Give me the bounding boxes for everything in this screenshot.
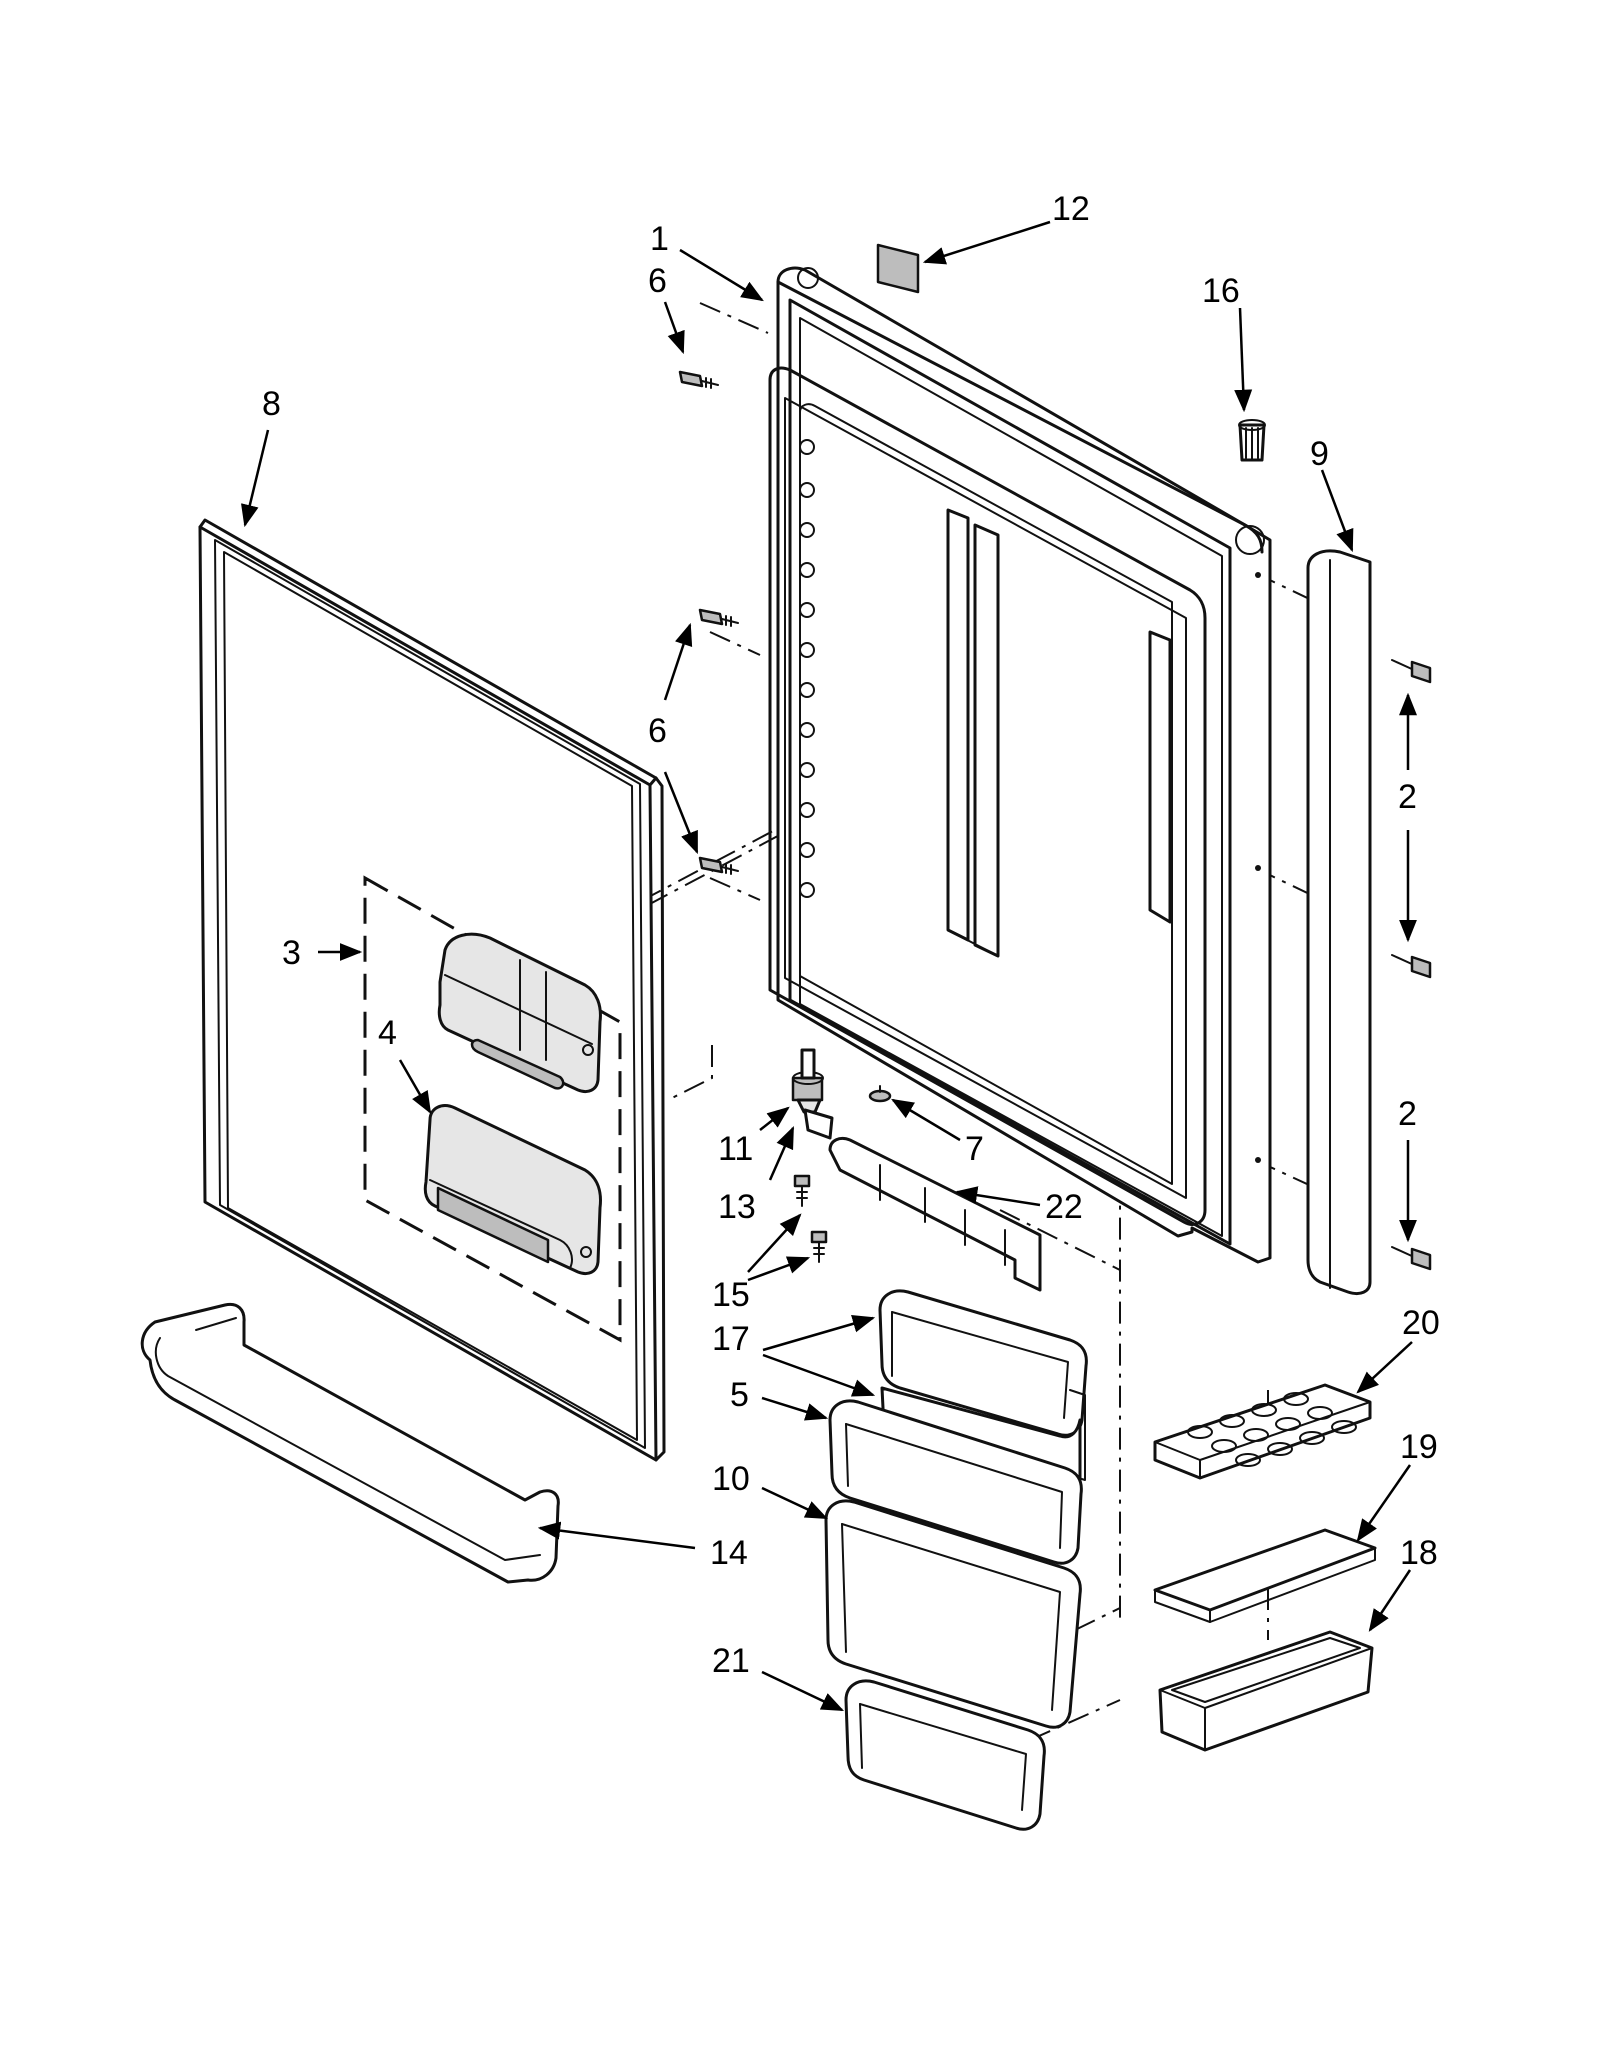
- medium-door-bin: [828, 1399, 1083, 1565]
- callout-7: 7: [965, 1130, 984, 1168]
- dispenser-cover: [437, 932, 602, 1094]
- leader-arrows: [241, 220, 1417, 1712]
- callout-2: 2: [1398, 778, 1417, 816]
- callout-1: 1: [650, 220, 669, 258]
- callout-5: 5: [730, 1376, 749, 1414]
- callout-6: 6: [648, 262, 667, 300]
- callout-17: 17: [712, 1320, 750, 1358]
- screws-2: [1391, 659, 1432, 1271]
- callout-15: 15: [712, 1276, 750, 1314]
- door-shelf-rail: [140, 1302, 560, 1584]
- bottom-door-bin: [844, 1679, 1046, 1831]
- callout-8: 8: [262, 385, 281, 423]
- bin-retainer: [828, 1136, 1042, 1292]
- hinge-bracket: [803, 1108, 834, 1140]
- egg-tray: [1153, 1383, 1372, 1480]
- door-bushing: [1238, 419, 1266, 462]
- callout-21: 21: [712, 1642, 750, 1680]
- callout-13: 13: [718, 1188, 756, 1226]
- dairy-lid: [1153, 1528, 1377, 1623]
- callout-6: 6: [648, 712, 667, 750]
- callout-12: 12: [1052, 190, 1090, 228]
- callout-11: 11: [718, 1130, 753, 1168]
- large-door-bin: [824, 1499, 1082, 1729]
- small-door-bin-upper: [878, 1289, 1088, 1437]
- callout-14: 14: [710, 1534, 748, 1572]
- callout-18: 18: [1400, 1534, 1438, 1572]
- plug: [868, 1085, 892, 1103]
- screws-15: [793, 1174, 828, 1263]
- callout-2: 2: [1398, 1095, 1417, 1133]
- screws-6: [678, 370, 739, 875]
- callout-22: 22: [1045, 1188, 1083, 1226]
- label-sticker: [876, 243, 920, 294]
- hinge-cam: [791, 1048, 824, 1114]
- door-trim: [1306, 549, 1372, 1296]
- dairy-bin: [1158, 1630, 1374, 1752]
- callout-20: 20: [1402, 1304, 1440, 1342]
- callout-9: 9: [1310, 435, 1329, 473]
- callout-10: 10: [712, 1460, 750, 1498]
- inner-door-liner: [768, 266, 1272, 1264]
- callout-4: 4: [378, 1014, 397, 1052]
- callout-19: 19: [1400, 1428, 1438, 1466]
- callout-labels: 1 2 2 3 4 5 6 6 7 8 9 10 11 12 13 14 15 …: [262, 190, 1440, 1680]
- dispenser-tray: [423, 1104, 602, 1276]
- outer-door-panel: [198, 518, 666, 1462]
- callout-3: 3: [282, 934, 301, 972]
- callout-16: 16: [1202, 272, 1240, 310]
